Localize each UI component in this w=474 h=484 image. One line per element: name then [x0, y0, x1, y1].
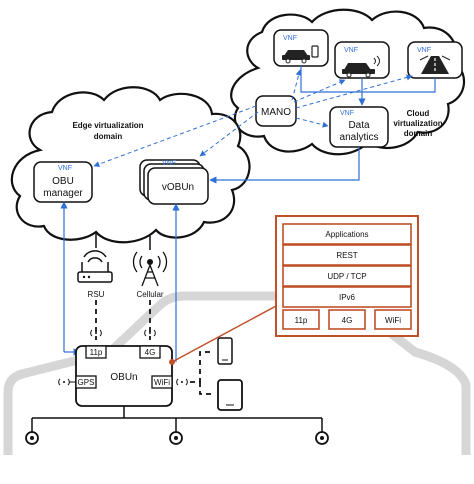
vnf-box-road: VNF: [407, 41, 463, 79]
obu-manager-label-line1: OBU: [52, 176, 74, 187]
vnf-label: VNF: [344, 47, 358, 54]
protocol-stack: Applications REST UDP / TCP IPv6 11p 4G …: [275, 215, 419, 337]
cellular-label: Cellular: [136, 290, 163, 299]
vnf-label: VNF: [58, 165, 72, 172]
vobun-label: vOBUn: [162, 182, 194, 193]
sensor-node-icon: [25, 431, 39, 445]
edge-domain-label-line2: domain: [94, 132, 123, 141]
smartphone-icon: [217, 337, 233, 365]
port-4g: 4G: [139, 345, 161, 359]
stack-bottom-wifi: WiFi: [374, 309, 412, 330]
obu-manager-box: VNF OBU manager: [33, 161, 93, 203]
svg-text:REST: REST: [336, 251, 357, 260]
stack-layer-applications: Applications: [282, 223, 412, 245]
svg-text:UDP / TCP: UDP / TCP: [327, 272, 366, 281]
vnf-label: VNF: [283, 35, 297, 42]
svg-text:11p: 11p: [90, 348, 103, 357]
vnf-label: VNF: [162, 160, 176, 167]
cloud-domain-label-line2: virtualization: [393, 119, 442, 128]
svg-text:WiFi: WiFi: [385, 316, 401, 325]
port-11p: 11p: [85, 345, 107, 359]
antenna-icon: [144, 329, 156, 337]
mano-box: MANO: [255, 95, 297, 127]
road-icon: [419, 55, 451, 74]
cellular-tower-icon: [132, 251, 168, 287]
sensor-node-icon: [315, 431, 329, 445]
mano-label: MANO: [261, 107, 291, 118]
cloud-domain-label-line3: domain: [404, 129, 433, 138]
vnf-box-smart-car: VNF: [334, 41, 390, 79]
vobun-stack: VNF vOBUn: [139, 159, 209, 205]
obu-manager-label-line2: manager: [43, 188, 83, 199]
svg-text:4G: 4G: [342, 316, 353, 325]
vnf-box-vehicle-phone: VNF: [273, 29, 329, 67]
stack-layer-ipv6: IPv6: [282, 286, 412, 308]
gps-antenna-icon: [58, 378, 76, 386]
stack-layer-rest: REST: [282, 244, 412, 266]
port-wifi: WiFi: [151, 375, 173, 389]
svg-text:11p: 11p: [295, 316, 308, 325]
vnf-label: VNF: [417, 47, 431, 54]
tablet-icon: [217, 379, 243, 411]
stack-connector-line: [171, 305, 277, 363]
svg-text:WiFi: WiFi: [154, 378, 170, 387]
data-analytics-box: VNF Data analytics: [329, 106, 389, 148]
svg-text:4G: 4G: [145, 348, 156, 357]
rsu-label: RSU: [88, 290, 105, 299]
rsu-router-icon: [77, 250, 113, 283]
svg-text:Applications: Applications: [325, 230, 368, 239]
sensor-node-icon: [169, 431, 183, 445]
smart-car-icon: [342, 55, 380, 78]
port-gps: GPS: [75, 375, 97, 389]
obun-label: OBUn: [110, 372, 137, 383]
car-outline: [3, 291, 471, 455]
stack-layer-transport: UDP / TCP: [282, 265, 412, 287]
svg-text:IPv6: IPv6: [339, 293, 356, 302]
cloud-domain-label-line1: Cloud: [407, 109, 430, 118]
wifi-antenna-icon: [176, 378, 188, 386]
data-analytics-label-line1: Data: [348, 120, 370, 131]
stack-bottom-11p: 11p: [282, 309, 320, 330]
antenna-icon: [90, 329, 102, 337]
edge-domain-label-line1: Edge virtualization: [72, 121, 143, 130]
vnf-label: VNF: [340, 110, 354, 117]
stack-bottom-4g: 4G: [328, 309, 366, 330]
stack-connector-dot: [169, 359, 175, 365]
car-phone-icon: [282, 45, 319, 64]
svg-text:GPS: GPS: [78, 378, 95, 387]
data-analytics-label-line2: analytics: [340, 132, 379, 143]
